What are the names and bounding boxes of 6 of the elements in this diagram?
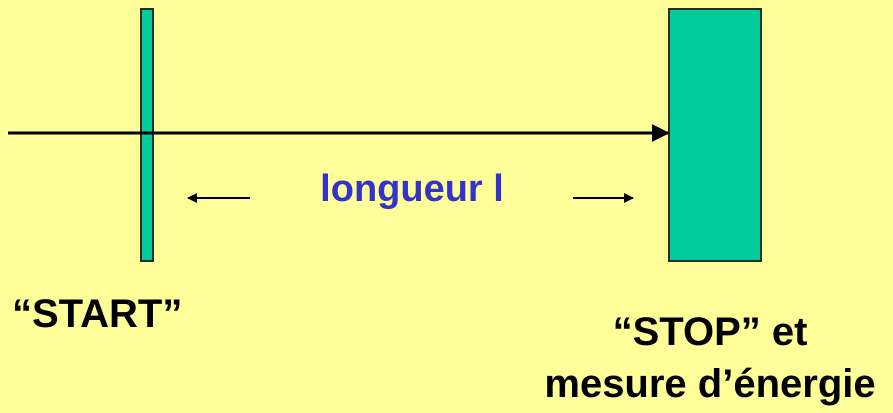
detector-caption: “STOP” et mesure d’énergie: [543, 309, 877, 408]
detector-caption: “START”: [12, 291, 184, 338]
length-label: longueur l: [319, 167, 505, 212]
particle-track-arrow: [8, 124, 670, 142]
start-detector-bar: [140, 8, 154, 262]
stop-detector-block: [668, 8, 762, 262]
